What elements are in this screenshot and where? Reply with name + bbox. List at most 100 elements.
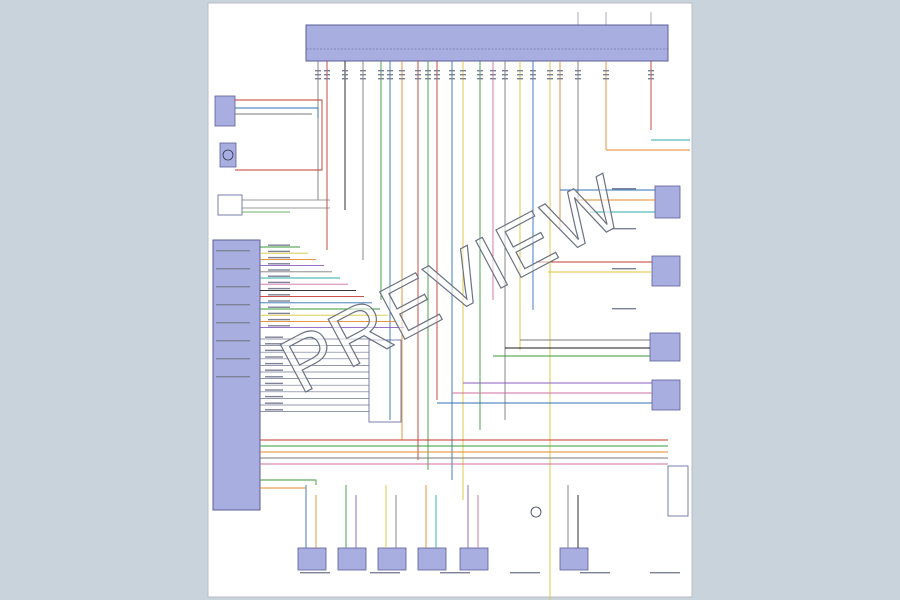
label-stub [300, 572, 330, 574]
label-stub [477, 70, 483, 72]
label-stub [216, 286, 250, 288]
label-stub [490, 78, 496, 80]
right-sensor-1 [654, 185, 681, 219]
wire-labels [216, 70, 680, 574]
label-stub [502, 70, 508, 72]
label-stub [342, 78, 348, 80]
label-stub [575, 78, 581, 80]
label-stub [324, 74, 330, 76]
label-stub [648, 78, 654, 80]
label-stub [342, 74, 348, 76]
label-stub [268, 281, 290, 284]
center-connector-module [368, 339, 402, 423]
label-stub [603, 74, 609, 76]
label-stub [502, 78, 508, 80]
label-stub [360, 70, 366, 72]
label-stub [216, 268, 250, 270]
label-stub [575, 70, 581, 72]
label-stub [265, 362, 283, 365]
right-sensor-4 [651, 379, 681, 411]
ground-icon [530, 506, 542, 518]
motor-icon [559, 547, 589, 571]
motor-icon [297, 547, 327, 571]
label-stub [216, 376, 250, 378]
label-stub [547, 70, 553, 72]
label-stub [268, 244, 290, 246]
label-stub [324, 78, 330, 80]
label-stub [216, 340, 250, 342]
left-connector-c [217, 194, 243, 216]
label-stub [399, 70, 405, 72]
motor-icon [377, 547, 407, 571]
label-stub [648, 70, 654, 72]
label-stub [265, 395, 283, 398]
left-control-unit [212, 239, 261, 511]
label-stub [324, 70, 330, 72]
label-stub [360, 74, 366, 76]
label-stub [557, 78, 563, 80]
label-stub [449, 78, 455, 80]
label-stub [530, 74, 536, 76]
label-stub [650, 572, 680, 574]
left-sensor-b [219, 142, 237, 168]
label-stub [510, 572, 540, 574]
label-stub [603, 78, 609, 80]
label-stub [557, 74, 563, 76]
label-stub [268, 256, 290, 259]
label-stub [268, 325, 290, 327]
label-stub [268, 300, 290, 302]
label-stub [449, 70, 455, 72]
label-stub [434, 70, 440, 72]
left-connector-a [214, 95, 236, 127]
label-stub [517, 78, 523, 80]
diagram-sheet [207, 2, 693, 598]
label-stub [575, 74, 581, 76]
label-stub [265, 382, 283, 385]
label-stub [502, 74, 508, 76]
label-stub [265, 343, 283, 345]
label-stub [265, 409, 283, 411]
left-wire [235, 99, 323, 171]
label-stub [265, 336, 283, 338]
label-stub [315, 70, 321, 72]
label-stub [557, 70, 563, 72]
label-stub [547, 78, 553, 80]
label-stub [370, 572, 400, 574]
left-wire [235, 107, 319, 118]
label-stub [268, 250, 290, 253]
label-stub [265, 349, 283, 352]
right-sensor-2 [651, 255, 681, 287]
label-stub [378, 74, 384, 76]
label-stub [315, 78, 321, 80]
label-stub [265, 402, 283, 404]
label-stub [460, 70, 466, 72]
label-stub [425, 70, 431, 72]
label-stub [378, 70, 384, 72]
label-stub [360, 78, 366, 80]
label-stub [415, 78, 421, 80]
label-stub [268, 269, 290, 271]
label-stub [434, 74, 440, 76]
label-stub [315, 74, 321, 76]
label-stub [268, 318, 290, 321]
label-stub [415, 74, 421, 76]
label-stub [603, 70, 609, 72]
label-stub [460, 78, 466, 80]
label-stub [399, 78, 405, 80]
label-stub [265, 376, 283, 378]
label-stub [612, 188, 636, 190]
label-stub [440, 572, 470, 574]
label-stub [530, 70, 536, 72]
motor-icon [417, 547, 447, 571]
top-control-module [305, 24, 669, 62]
label-stub [268, 312, 290, 315]
label-stub [265, 356, 283, 358]
label-stub [612, 308, 636, 310]
label-stub [547, 74, 553, 76]
label-stub [268, 275, 290, 277]
label-stub [425, 74, 431, 76]
label-stub [517, 70, 523, 72]
label-stub [216, 322, 250, 324]
label-stub [216, 250, 250, 252]
